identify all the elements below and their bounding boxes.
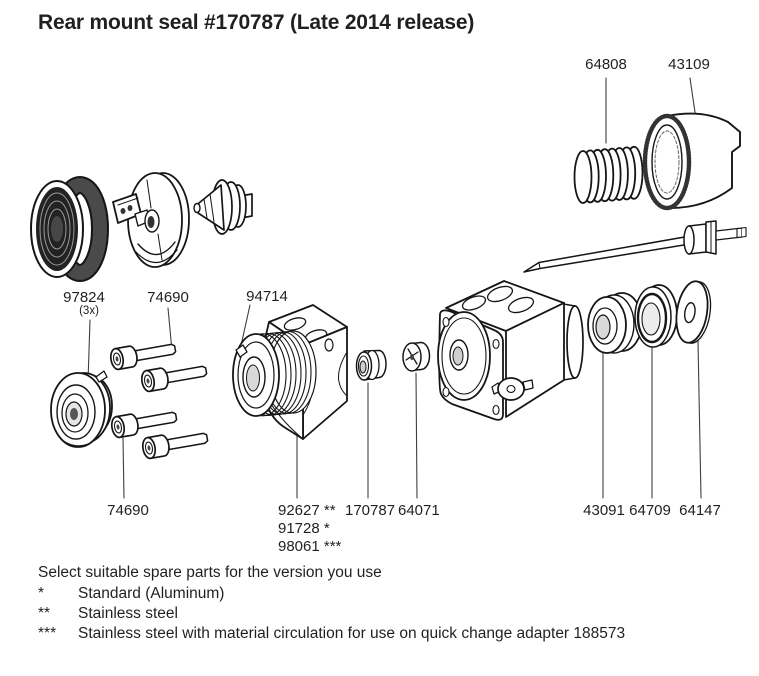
legend-item-circulation: *** Stainless steel with material circul…: [38, 624, 625, 644]
gland-ring-drawing: [587, 292, 643, 354]
part-label-74690-bottom: 74690: [107, 502, 149, 519]
legend-marker-stainless: **: [38, 605, 51, 622]
part-label-74690-top: 74690: [147, 289, 189, 306]
legend-text-stainless: Stainless steel: [78, 605, 178, 622]
part-label-98061: 98061 ***: [278, 538, 342, 555]
part-label-43109: 43109: [668, 56, 710, 73]
rear-mount-seal-drawing: [355, 349, 387, 381]
legend-marker-circulation: ***: [38, 625, 57, 642]
legend-intro: Select suitable spare parts for the vers…: [38, 564, 382, 581]
retaining-cap-drawing: [642, 112, 741, 211]
air-cap-ring-drawing: [30, 176, 109, 282]
seat-variant-labels: 92627 ** 91728 * 98061 ***: [278, 502, 341, 556]
part-label-43091: 43091: [583, 502, 625, 519]
legend-item-stainless: ** Stainless steel: [38, 604, 625, 624]
page-title: Rear mount seal #170787 (Late 2014 relea…: [38, 11, 475, 34]
part-label-94714: 94714: [246, 288, 288, 305]
rear-seal-bearing-drawing: [50, 370, 113, 448]
part-label-64071: 64071: [398, 502, 440, 519]
air-cap-drawing: [112, 172, 190, 268]
spare-parts-legend: Select suitable spare parts for the vers…: [38, 563, 625, 644]
part-label-91728: 91728 *: [278, 520, 330, 537]
needle-drawing: [523, 220, 747, 273]
part-label-97824: 97824: [63, 289, 105, 306]
part-label-92627: 92627 **: [278, 502, 336, 519]
seal-ring-drawing: [634, 284, 678, 348]
needle-nut-drawing: [402, 341, 431, 372]
spring-drawing: [573, 145, 644, 204]
screw-drawing-2: [140, 365, 208, 393]
legend-text-circulation: Stainless steel with material circulatio…: [78, 625, 626, 642]
washer-drawing: [675, 280, 712, 344]
gun-body-drawing: [437, 280, 584, 421]
screw-drawing-4: [141, 432, 209, 460]
part-label-64147: 64147: [679, 502, 721, 519]
part-label-97824-qty: (3x): [79, 305, 99, 317]
seal-carrier-block-drawing: [232, 304, 348, 440]
legend-marker-standard: *: [38, 585, 45, 602]
fluid-nozzle-drawing: [193, 179, 253, 235]
screw-drawing-1: [109, 343, 177, 371]
legend-item-standard: * Standard (Aluminum): [38, 584, 625, 604]
part-label-170787: 170787: [345, 502, 396, 519]
screw-drawing-3: [110, 411, 178, 439]
legend-text-standard: Standard (Aluminum): [78, 585, 225, 602]
part-label-64808: 64808: [585, 56, 627, 73]
part-label-64709: 64709: [629, 502, 671, 519]
leader-lines: [87, 77, 702, 499]
